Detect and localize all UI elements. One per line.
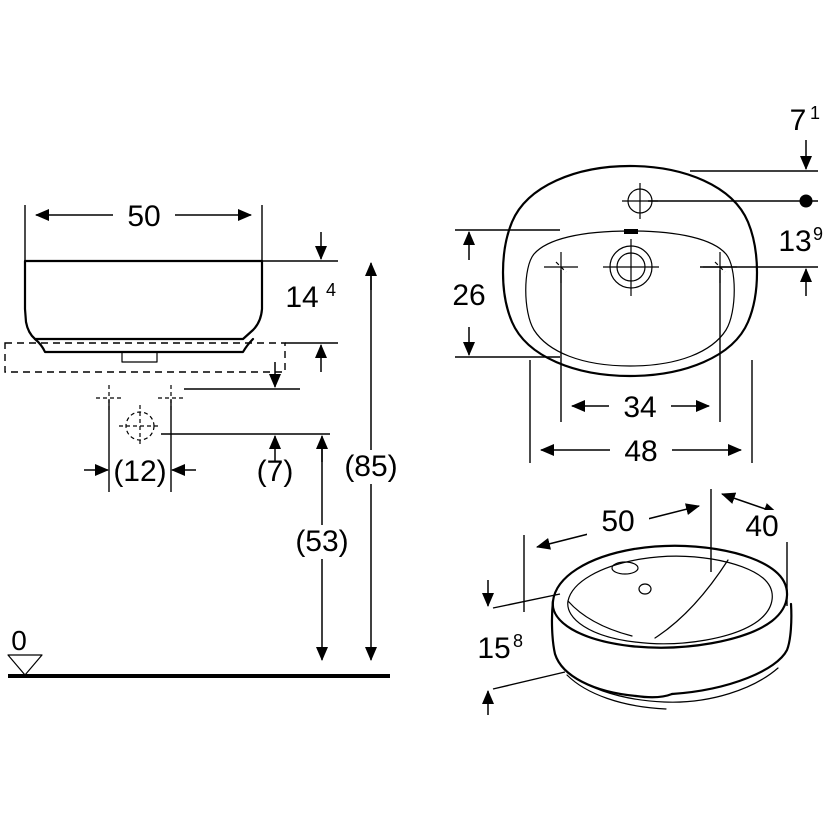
dimension-span-34: 34 — [560, 270, 721, 424]
worktop-dashed-outline — [4, 342, 286, 373]
dim-label-depth-13-superscript: 9 — [813, 224, 823, 244]
dim-label-depth-13: 13 — [778, 225, 811, 258]
reference-dot-marker — [799, 194, 813, 208]
perspective-basin-body — [550, 544, 793, 710]
dimension-depth-13-9: 13 9 — [648, 194, 823, 296]
datum-label-zero: 0 — [11, 625, 27, 656]
overflow-slot — [624, 229, 638, 234]
dimension-edge-7-1: 7 1 — [690, 103, 820, 172]
dim-label-span-34: 34 — [623, 391, 656, 424]
dim-label-perspective-15: 15 — [477, 632, 510, 665]
dimension-height-53: (53) — [288, 435, 358, 661]
dimension-perspective-50: 50 — [523, 489, 712, 612]
datum-ground-line: 0 — [7, 625, 390, 678]
dim-label-width-50: 50 — [127, 200, 160, 233]
drain-mark-circle — [119, 405, 161, 447]
dim-label-height-14-superscript: 4 — [326, 280, 336, 300]
dim-label-perspective-15-superscript: 8 — [513, 631, 523, 651]
dimension-perspective-40: 40 — [721, 492, 796, 606]
perspective-overflow-hole — [638, 583, 652, 595]
dim-label-perspective-50: 50 — [601, 505, 634, 538]
dim-label-height-53: (53) — [295, 525, 348, 558]
dimension-mount-12: (12) — [84, 400, 196, 492]
dim-label-mount-12: (12) — [113, 455, 166, 488]
dim-label-offset-7: (7) — [257, 455, 294, 488]
dimension-height-85: (85) — [337, 262, 407, 661]
basin-outer-rim — [501, 164, 759, 378]
view-top-plan: 7 1 13 9 26 34 — [452, 103, 823, 468]
dim-label-height-85: (85) — [344, 450, 397, 483]
dim-label-depth-26: 26 — [452, 279, 485, 312]
dim-label-height-14: 14 — [285, 281, 318, 314]
dimension-width-48: 48 — [529, 360, 753, 468]
basin-inner-bowl — [525, 230, 735, 367]
dimension-height-14-4: 14 4 — [262, 232, 338, 372]
drain-hole-mark — [603, 239, 659, 296]
dimension-width-50: 50 — [24, 200, 263, 262]
view-front-elevation: 50 14 4 — [4, 200, 407, 678]
dimension-offset-7: (7) — [161, 362, 330, 488]
perspective-tap-hole — [611, 561, 639, 575]
perspective-inner-bowl — [567, 555, 773, 645]
dimension-depth-26: 26 — [452, 229, 560, 358]
view-perspective: 50 40 15 8 — [477, 489, 796, 715]
basin-side-profile — [23, 259, 264, 363]
dim-label-width-48: 48 — [624, 435, 657, 468]
dim-label-edge-7-superscript: 1 — [810, 103, 820, 123]
dim-label-perspective-40: 40 — [745, 510, 778, 543]
dimension-perspective-15-8: 15 8 — [477, 580, 566, 715]
dim-label-edge-7: 7 — [790, 104, 807, 137]
